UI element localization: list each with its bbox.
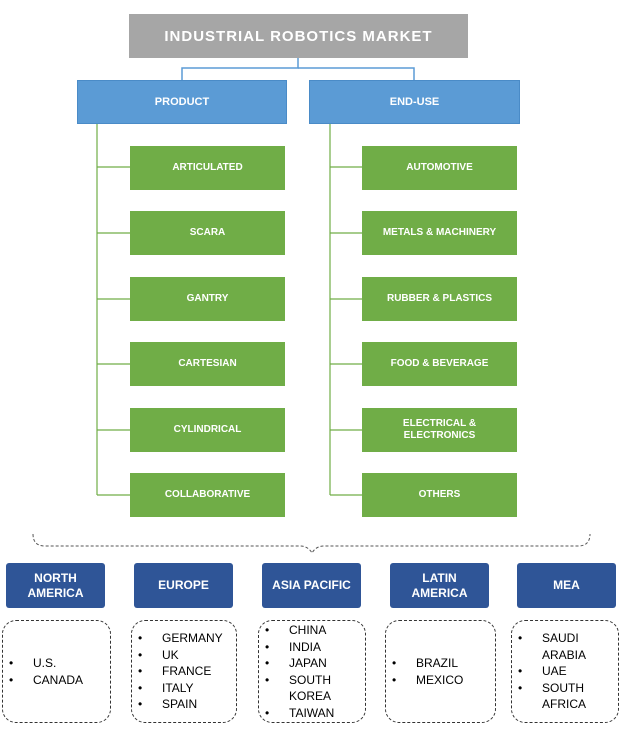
country-item: SPAIN xyxy=(138,696,223,713)
country-item: UK xyxy=(138,647,223,664)
end-use-item-electrical-electronics: ELECTRICAL & ELECTRONICS xyxy=(362,408,517,452)
product-item-articulated: ARTICULATED xyxy=(130,146,285,190)
end-use-item-others: OTHERS xyxy=(362,473,517,517)
product-item-gantry: GANTRY xyxy=(130,277,285,321)
product-item-cylindrical: CYLINDRICAL xyxy=(130,408,285,452)
country-list-north-america: U.S. CANADA xyxy=(2,620,111,723)
country-item: CHINA xyxy=(265,622,349,639)
country-item: MEXICO xyxy=(392,672,464,689)
country-item: ITALY xyxy=(138,680,223,697)
region-latin-america: LATIN AMERICA xyxy=(390,563,489,608)
country-item: SOUTH AFRICA xyxy=(518,680,602,713)
region-brace xyxy=(32,533,591,555)
region-north-america: NORTH AMERICA xyxy=(6,563,105,608)
country-item: JAPAN xyxy=(265,655,349,672)
country-item: SOUTH KOREA xyxy=(265,672,349,705)
country-item: GERMANY xyxy=(138,630,223,647)
country-list-asia-pacific: CHINA INDIA JAPAN SOUTH KOREA TAIWAN xyxy=(258,620,366,723)
product-item-scara: SCARA xyxy=(130,211,285,255)
country-item: TAIWAN xyxy=(265,705,349,722)
country-item: FRANCE xyxy=(138,663,223,680)
country-item: INDIA xyxy=(265,639,349,656)
product-item-collaborative: COLLABORATIVE xyxy=(130,473,285,517)
end-use-item-food-beverage: FOOD & BEVERAGE xyxy=(362,342,517,386)
country-item: U.S. xyxy=(9,655,83,672)
country-item: CANADA xyxy=(9,672,83,689)
product-item-cartesian: CARTESIAN xyxy=(130,342,285,386)
country-item: BRAZIL xyxy=(392,655,463,672)
region-europe: EUROPE xyxy=(134,563,233,608)
country-item: SAUDI ARABIA xyxy=(518,630,602,663)
diagram-title: INDUSTRIAL ROBOTICS MARKET xyxy=(129,14,468,58)
end-use-item-rubber-plastics: RUBBER & PLASTICS xyxy=(362,277,517,321)
country-list-mea: SAUDI ARABIA UAE SOUTH AFRICA xyxy=(511,620,619,723)
country-item: UAE xyxy=(518,663,602,680)
end-use-item-automotive: AUTOMOTIVE xyxy=(362,146,517,190)
category-end-use: END-USE xyxy=(309,80,520,124)
end-use-item-metals-machinery: METALS & MACHINERY xyxy=(362,211,517,255)
category-product: PRODUCT xyxy=(77,80,287,124)
region-mea: MEA xyxy=(517,563,616,608)
country-list-europe: GERMANY UK FRANCE ITALY SPAIN xyxy=(131,620,237,723)
region-asia-pacific: ASIA PACIFIC xyxy=(262,563,361,608)
country-list-latin-america: BRAZIL MEXICO xyxy=(385,620,496,723)
